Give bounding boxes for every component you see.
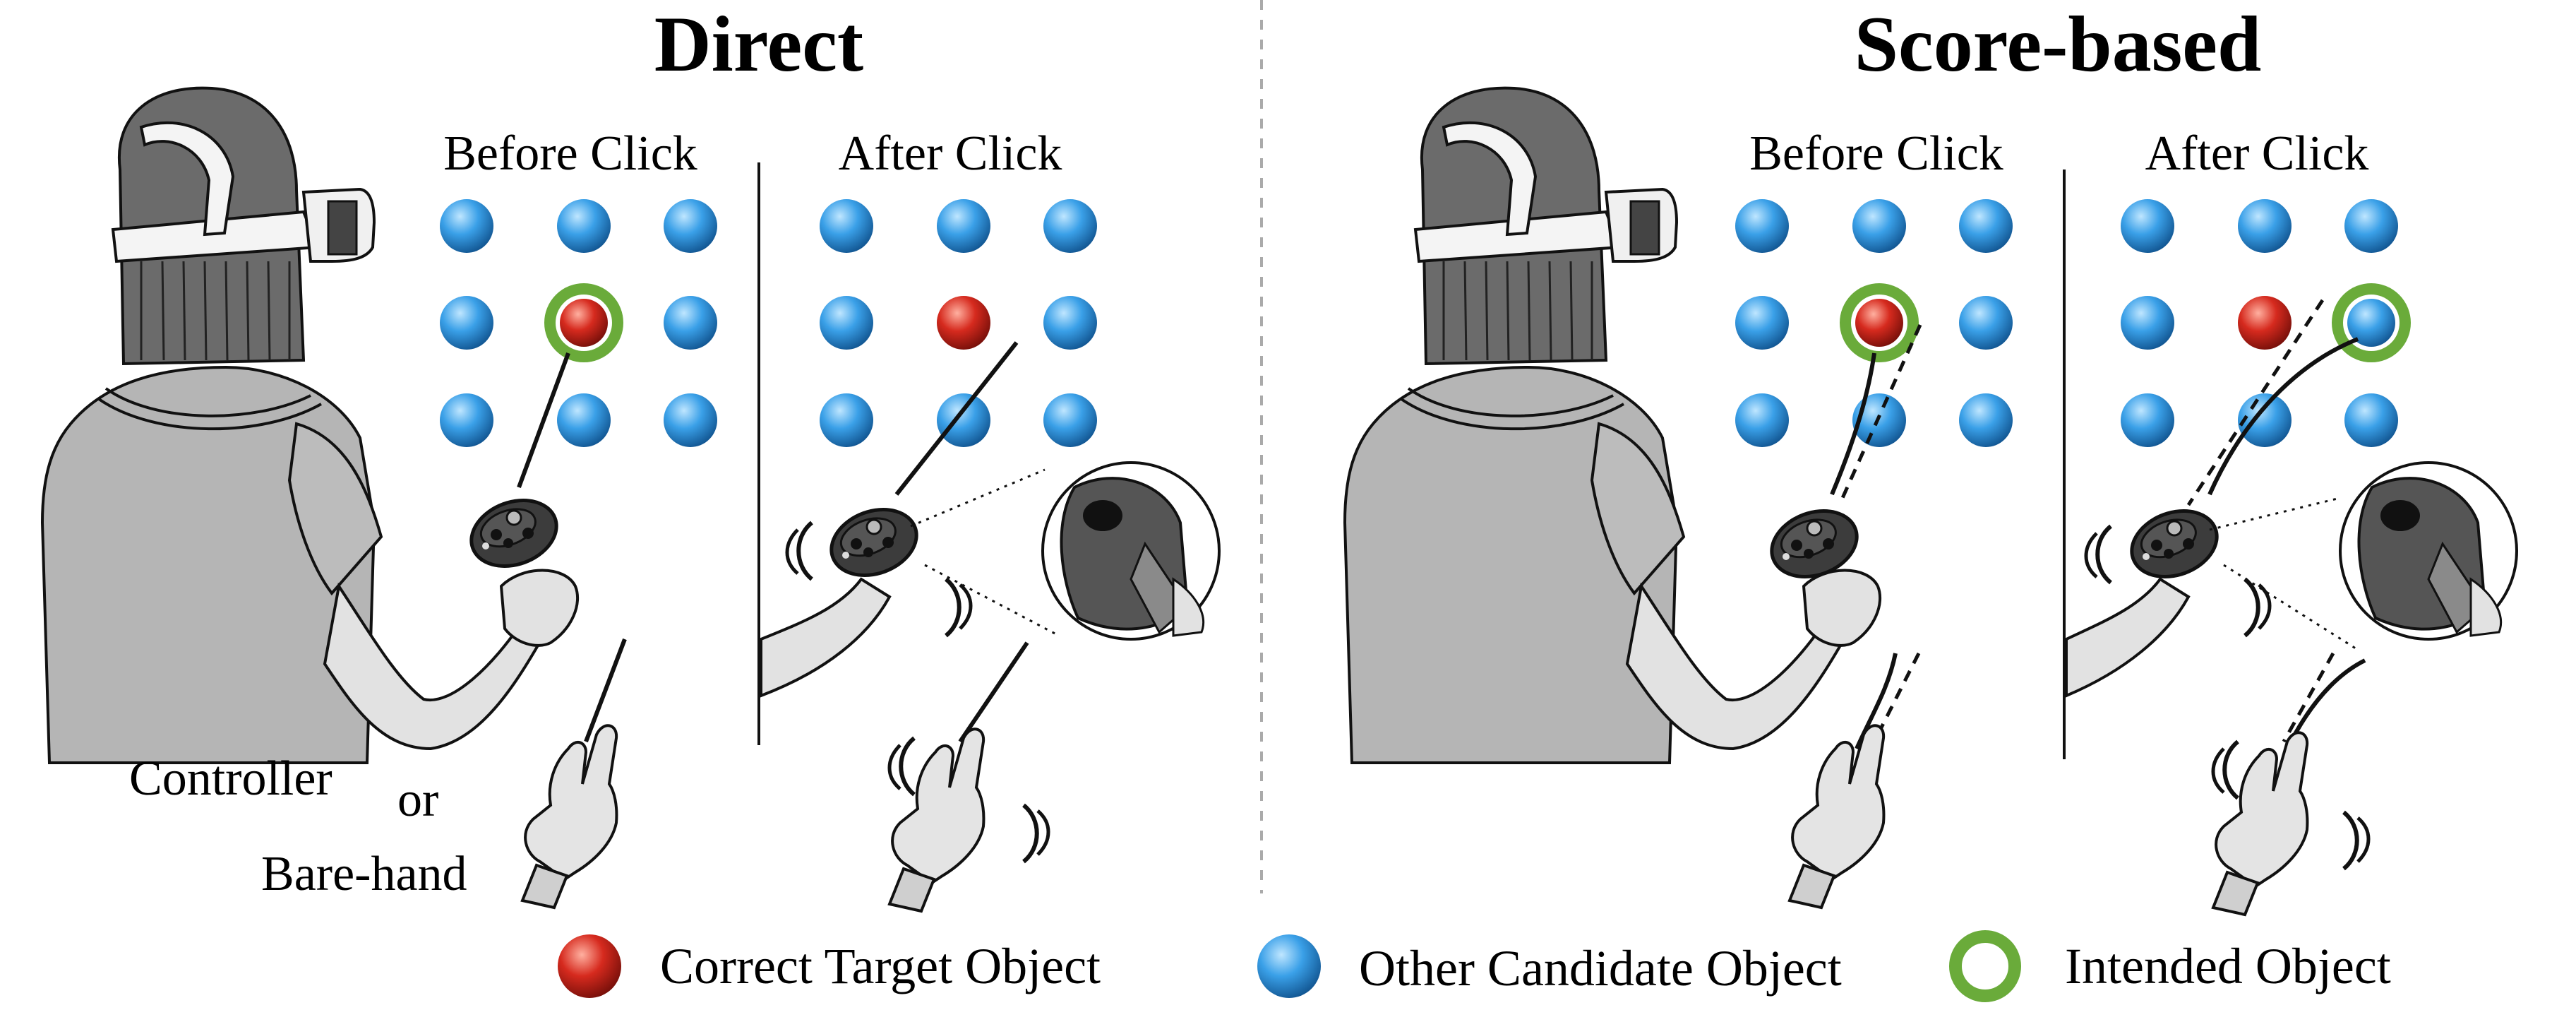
direct-after-label: After Click <box>839 126 1062 181</box>
motion-lines-icon <box>787 523 812 579</box>
predicted-ray <box>2282 652 2335 743</box>
candidate-object <box>1735 296 1789 350</box>
candidate-object <box>1959 199 2013 253</box>
candidate-object <box>2344 199 2398 253</box>
motion-lines-icon <box>1024 805 1048 862</box>
pointing-ray <box>2207 337 2359 496</box>
pointing-ray <box>894 341 1019 496</box>
pointing-ray <box>1830 352 1876 496</box>
motion-lines-icon <box>2213 742 2238 798</box>
zoom-inset-illustration <box>1041 461 1221 641</box>
target-object <box>1855 299 1903 347</box>
user-with-headset-illustration <box>1343 86 1882 765</box>
candidate-object <box>2347 299 2395 347</box>
motion-lines-icon <box>889 738 914 795</box>
direct-after-grid <box>820 199 1097 447</box>
target-object <box>937 296 990 350</box>
legend: Correct Target Object Other Candidate Ob… <box>558 930 2391 1002</box>
pointing-ray <box>958 641 1029 743</box>
candidate-object <box>664 393 717 447</box>
candidate-object <box>440 393 493 447</box>
candidate-object <box>1735 393 1789 447</box>
score-before-label: Before Click <box>1749 126 2003 181</box>
zoom-guide <box>2209 497 2341 531</box>
candidate-object <box>1852 199 1906 253</box>
candidate-object <box>1043 393 1097 447</box>
candidate-object <box>664 199 717 253</box>
score-after-grid <box>2121 199 2411 447</box>
score-title: Score-based <box>1855 1 2262 88</box>
motion-lines-icon <box>946 579 971 636</box>
candidate-object <box>1959 393 2013 447</box>
candidate-object <box>937 199 990 253</box>
motion-lines-icon <box>2086 526 2111 583</box>
target-object <box>560 299 608 347</box>
candidate-object <box>557 199 611 253</box>
predicted-ray <box>2186 299 2325 506</box>
intended-object-ring <box>1840 283 1919 362</box>
zoom-guide <box>2223 564 2359 651</box>
bare-hand-icon <box>1788 724 1886 909</box>
candidate-object <box>2121 199 2174 253</box>
controller-icon <box>822 498 926 586</box>
candidate-object <box>820 296 873 350</box>
bare-hand-icon <box>521 724 618 909</box>
direct-title: Direct <box>654 1 863 88</box>
legend-correct-label: Correct Target Object <box>660 938 1101 994</box>
candidate-object <box>440 296 493 350</box>
bare-hand-label: Bare-hand <box>261 847 467 901</box>
controller-icon <box>462 489 566 577</box>
legend-target-swatch <box>558 934 621 998</box>
intended-object-ring <box>544 283 623 362</box>
direct-panel: Direct Before Click After Click Controll… <box>41 1 1221 913</box>
candidate-object <box>664 296 717 350</box>
candidate-object <box>2121 393 2174 447</box>
target-object <box>2238 296 2292 350</box>
candidate-object <box>937 393 990 447</box>
pointing-ray <box>517 352 570 489</box>
direct-before-grid <box>440 199 717 447</box>
candidate-object <box>1735 199 1789 253</box>
arm-illustration <box>760 577 892 698</box>
candidate-object <box>2121 296 2174 350</box>
arm-illustration <box>2065 577 2191 699</box>
direct-before-label: Before Click <box>443 126 697 181</box>
zoom-guide <box>910 468 1046 528</box>
pointing-ray <box>584 638 627 743</box>
motion-lines-icon <box>2245 579 2270 636</box>
controller-label: Controller <box>129 751 333 806</box>
candidate-object <box>440 199 493 253</box>
candidate-object <box>820 393 873 447</box>
candidate-object <box>2238 199 2292 253</box>
score-before-grid <box>1735 199 2013 447</box>
intended-object-ring <box>2332 283 2411 362</box>
controller-icon <box>2123 499 2227 588</box>
legend-intended-swatch <box>1949 930 2021 1002</box>
legend-candidate-swatch <box>1257 934 1321 998</box>
candidate-object <box>1043 199 1097 253</box>
user-with-headset-illustration <box>41 86 580 765</box>
legend-intended-label: Intended Object <box>2065 938 2391 994</box>
candidate-object <box>2344 393 2398 447</box>
candidate-object <box>557 393 611 447</box>
motion-lines-icon <box>2344 812 2368 869</box>
score-after-label: After Click <box>2145 126 2369 181</box>
or-label: or <box>397 773 438 827</box>
candidate-object <box>820 199 873 253</box>
zoom-inset-illustration <box>2339 461 2518 641</box>
legend-candidate-label: Other Candidate Object <box>1359 940 1842 997</box>
score-panel: Score-based Before Click After Click <box>1343 1 2518 916</box>
candidate-object <box>1959 296 2013 350</box>
zoom-guide <box>924 564 1060 637</box>
candidate-object <box>1043 296 1097 350</box>
